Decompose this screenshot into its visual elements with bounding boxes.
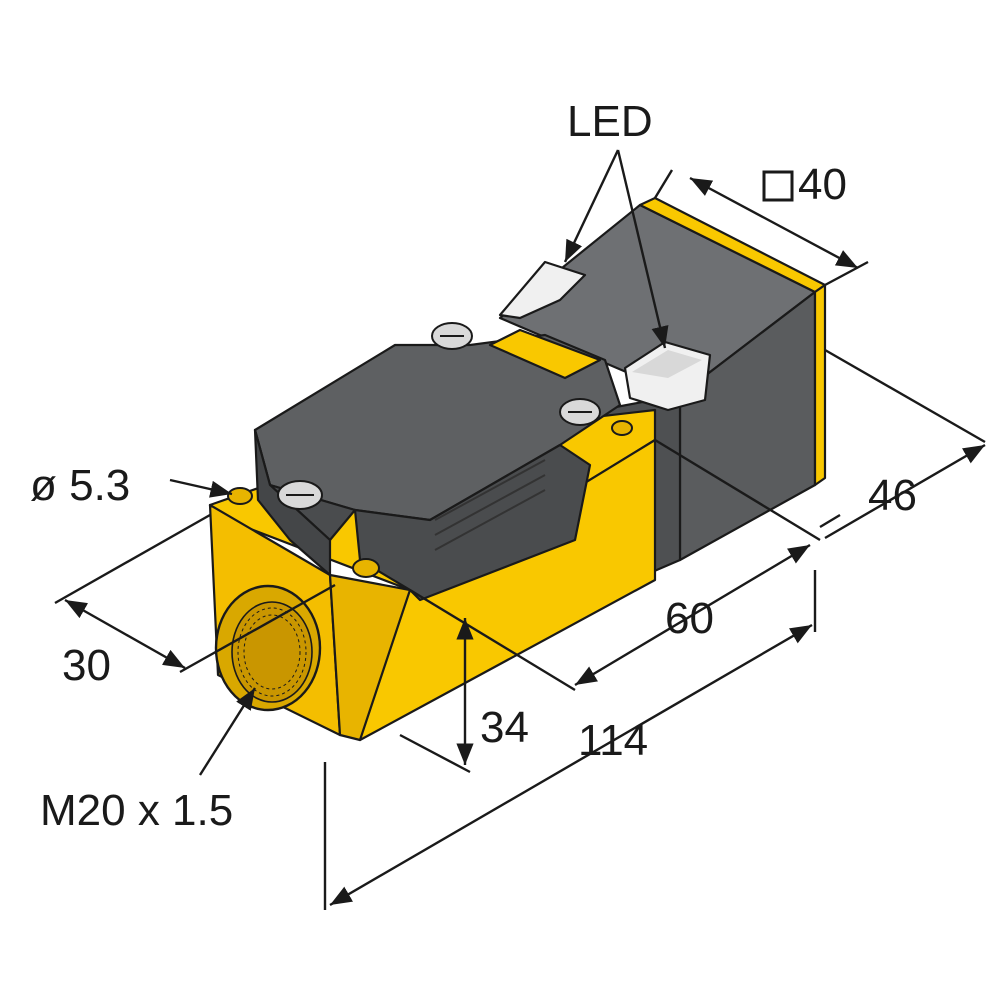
ext-line [654, 438, 821, 542]
mounting-hole [611, 420, 633, 436]
thread-inner [231, 601, 313, 703]
dim-114 [329, 623, 813, 907]
led-leader-right [616, 149, 669, 349]
grip-rib [434, 489, 546, 551]
dimension-lines [54, 149, 986, 910]
led-leader-left [563, 149, 620, 263]
terminal-cover [253, 328, 622, 602]
mounting-hole [227, 487, 253, 505]
dim-46-upper [824, 443, 986, 540]
dim-30 [64, 598, 186, 670]
cover-left-tab [253, 428, 332, 577]
label-square-40: 40 [798, 160, 847, 209]
ext-line [179, 583, 336, 674]
screw-icon [431, 322, 473, 350]
hole-leader [169, 478, 233, 498]
grip-rib [434, 459, 546, 521]
screws [277, 322, 601, 510]
label-led: LED [567, 97, 653, 146]
led-right-top [632, 350, 702, 378]
label-60: 60 [665, 594, 714, 643]
ext-line [54, 513, 211, 605]
label-hole-diameter: ø 5.3 [30, 461, 130, 510]
label-thread: M20 x 1.5 [40, 786, 233, 835]
screw-icon [277, 480, 323, 510]
label-30: 30 [62, 641, 111, 690]
ext-line [824, 260, 869, 287]
thread-lines-inner [243, 614, 301, 690]
label-114: 114 [578, 716, 648, 765]
label-34: 34 [480, 703, 529, 752]
dim-46-tick [819, 513, 841, 529]
dimension-labels: LED 40 46 60 114 34 30 ø 5.3 M20 x 1.5 [30, 97, 917, 835]
mounting-hole [352, 558, 380, 578]
thread-port [214, 584, 322, 712]
thread-lines [237, 607, 307, 697]
grip-rib [434, 474, 546, 536]
thread-leader [198, 687, 257, 776]
dim-40 [689, 176, 859, 270]
mounting-holes [227, 420, 633, 578]
led-indicators [498, 260, 712, 412]
ext-line [653, 169, 674, 199]
ext-line [824, 348, 986, 444]
screw-icon [559, 398, 601, 426]
cover-front [253, 428, 592, 602]
sensing-face [813, 283, 827, 487]
ext-line [399, 733, 471, 774]
square-symbol-icon [762, 170, 794, 202]
cover-label [488, 328, 602, 380]
label-46: 46 [868, 471, 917, 520]
led-left [498, 260, 587, 320]
